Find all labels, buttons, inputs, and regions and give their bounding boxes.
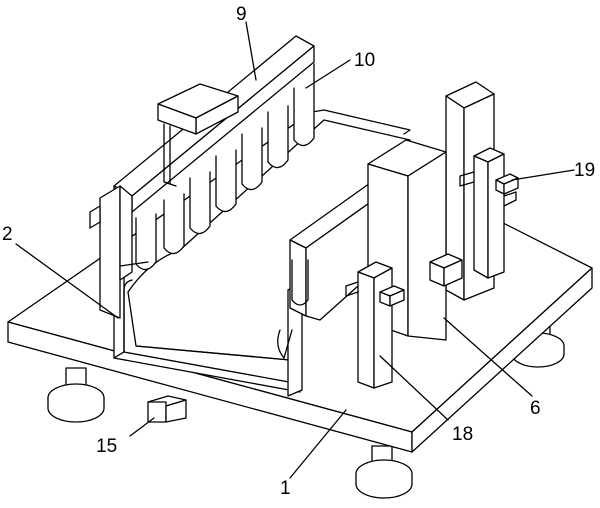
foot-front-left: [47, 367, 105, 423]
label-2: 2: [2, 224, 13, 245]
belt-back-edge: [311, 109, 411, 135]
label-1: 1: [280, 478, 291, 499]
label-15: 15: [96, 436, 117, 457]
left-bracket: [89, 185, 149, 319]
foot-front-right: [355, 445, 413, 499]
label-9: 9: [236, 4, 247, 25]
label-6: 6: [530, 398, 541, 419]
label-19: 19: [574, 160, 595, 181]
label-10: 10: [354, 50, 375, 71]
front-post: [345, 261, 405, 389]
motor-block: [157, 83, 239, 187]
sensor-box: [147, 395, 187, 423]
leader-lines: [15, 21, 575, 479]
pressing-rollers: [135, 63, 315, 271]
label-18: 18: [452, 424, 473, 445]
